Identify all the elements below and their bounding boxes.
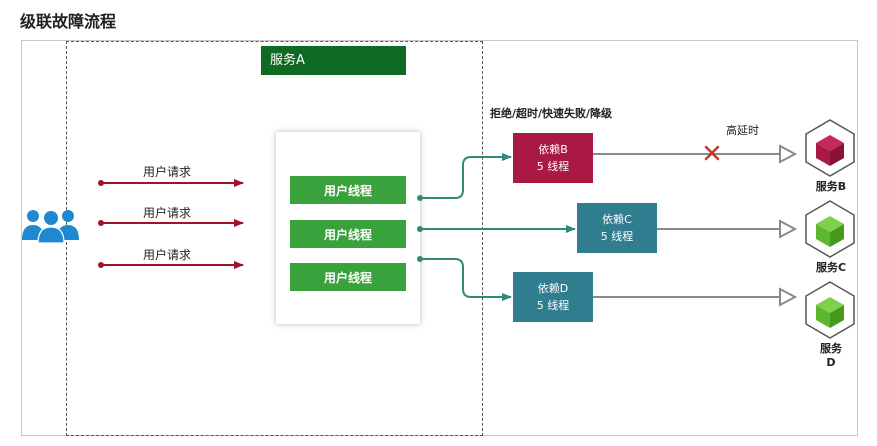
- dependency-c: 依赖C 5 线程: [577, 203, 657, 253]
- dependency-b-threads: 5 线程: [536, 160, 570, 173]
- users-group-icon: [22, 210, 79, 244]
- request-label-1: 用户请求: [143, 165, 192, 179]
- user-thread-2: 用户线程: [290, 220, 406, 248]
- service-d-label-line2: D: [826, 356, 836, 369]
- service-d-label: 服务 D: [811, 342, 851, 370]
- service-d-icon: [805, 281, 855, 339]
- request-label-3: 用户请求: [143, 248, 192, 262]
- user-thread-3: 用户线程: [290, 263, 406, 291]
- dependency-c-name: 依赖C: [602, 213, 632, 226]
- service-d-label-line1: 服务: [820, 342, 842, 355]
- thread-connectors: [417, 153, 576, 301]
- service-c-label: 服务C: [815, 261, 847, 274]
- service-c-icon: [805, 200, 855, 258]
- service-a-label: 服务A: [261, 46, 406, 75]
- user-thread-1: 用户线程: [290, 176, 406, 204]
- cross-icon: [704, 145, 720, 161]
- service-b-label: 服务B: [815, 180, 847, 193]
- dependency-c-threads: 5 线程: [600, 230, 634, 243]
- fault-strategy-label: 拒绝/超时/快速失败/降级: [490, 107, 613, 120]
- dependency-d: 依赖D 5 线程: [513, 272, 593, 322]
- dependency-b: 依赖B 5 线程: [513, 133, 593, 183]
- dependency-b-name: 依赖B: [538, 143, 568, 156]
- request-arrows: [98, 179, 244, 269]
- service-arrows: [593, 144, 798, 307]
- dependency-d-name: 依赖D: [537, 282, 569, 295]
- request-label-2: 用户请求: [143, 206, 192, 220]
- high-latency-label: 高延时: [726, 124, 759, 137]
- service-b-icon: [805, 119, 855, 177]
- dependency-d-threads: 5 线程: [536, 299, 570, 312]
- page-title: 级联故障流程: [20, 12, 117, 31]
